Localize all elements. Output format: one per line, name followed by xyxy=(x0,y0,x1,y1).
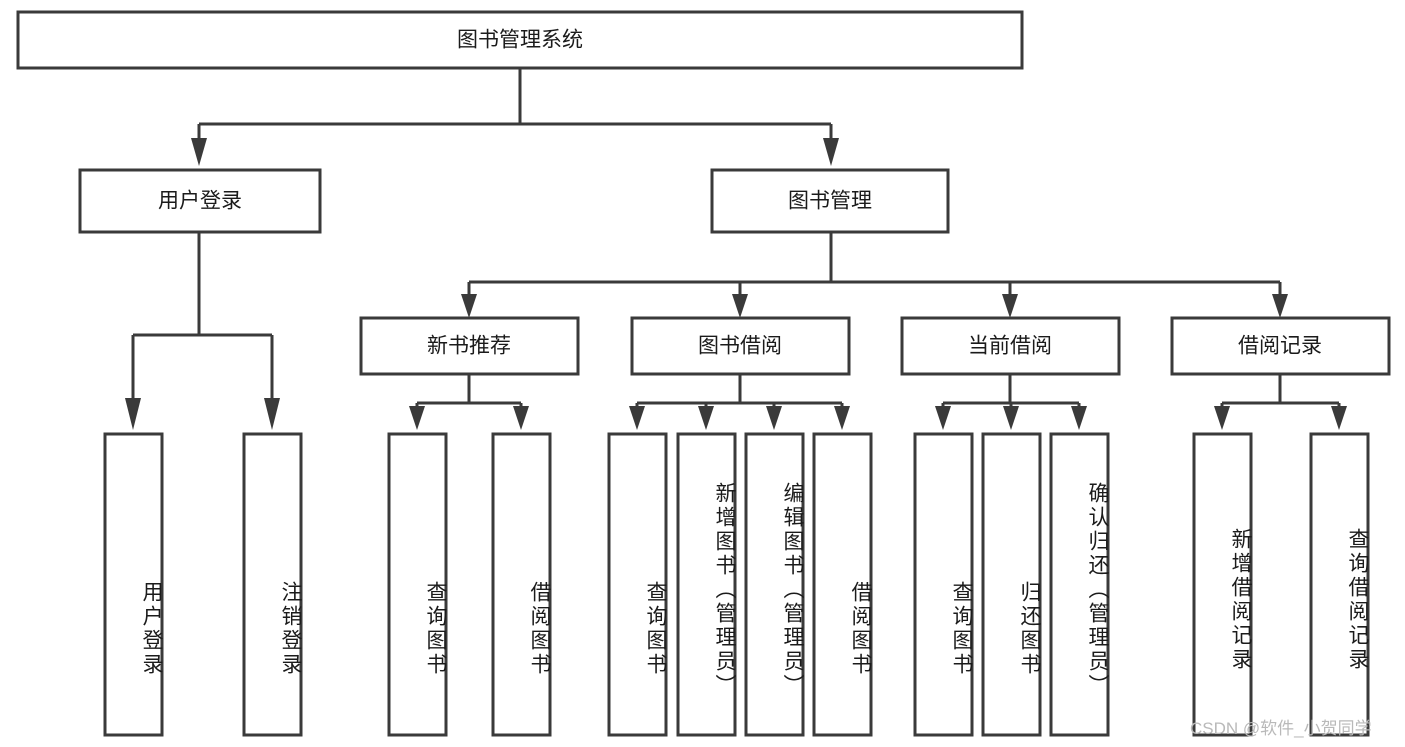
arrow-book-mgmt-to-borrow xyxy=(732,294,748,318)
connector-group-user-login xyxy=(125,232,280,430)
node-box-leaf-borrow-4[interactable] xyxy=(812,432,873,737)
node-box-book-management[interactable] xyxy=(710,168,950,234)
arrow-new-book-leaf-1 xyxy=(409,406,425,430)
arrow-borrow-leaf-1 xyxy=(629,406,645,430)
node-box-leaf-current-2[interactable] xyxy=(981,432,1042,737)
connector-group-records xyxy=(1214,374,1347,430)
node-box-user-login[interactable] xyxy=(78,168,322,234)
node-box-leaf-records-2[interactable] xyxy=(1309,432,1370,737)
node-box-current-borrow[interactable] xyxy=(900,316,1121,376)
node-label-book-management: 图书管理 xyxy=(788,190,872,213)
connector-group-root xyxy=(191,68,839,166)
arrow-current-leaf-3 xyxy=(1071,406,1087,430)
arrow-root-to-user-login xyxy=(191,138,207,166)
node-label-user-login: 用户登录 xyxy=(158,190,242,213)
arrow-user-login-leaf-1 xyxy=(125,398,141,430)
node-label-book-borrow: 图书借阅 xyxy=(698,335,782,358)
node-box-leaf-user-login-1[interactable] xyxy=(103,432,164,737)
node-box-book-borrow[interactable] xyxy=(630,316,851,376)
arrow-user-login-leaf-2 xyxy=(264,398,280,430)
node-label-current-borrow: 当前借阅 xyxy=(968,335,1052,358)
node-box-leaf-records-1[interactable] xyxy=(1192,432,1253,737)
connector-group-new-book xyxy=(409,374,529,430)
csdn-watermark: CSDN @软件_小贺同学 xyxy=(1190,719,1372,738)
node-box-leaf-borrow-3[interactable] xyxy=(744,432,805,737)
node-box-root[interactable] xyxy=(16,10,1024,70)
node-box-borrow-records[interactable] xyxy=(1170,316,1391,376)
connector-group-current xyxy=(935,374,1087,430)
connector-group-book-mgmt xyxy=(461,232,1288,318)
node-label-new-book-recommend: 新书推荐 xyxy=(427,335,511,358)
node-box-leaf-user-login-2[interactable] xyxy=(242,432,303,737)
arrow-records-leaf-2 xyxy=(1331,406,1347,430)
arrow-current-leaf-2 xyxy=(1003,406,1019,430)
arrow-root-to-book-mgmt xyxy=(823,138,839,166)
arrow-book-mgmt-to-records xyxy=(1272,294,1288,318)
arrow-book-mgmt-to-new-book xyxy=(461,294,477,318)
node-label-borrow-records: 借阅记录 xyxy=(1238,335,1322,358)
arrow-new-book-leaf-2 xyxy=(513,406,529,430)
arrow-borrow-leaf-3 xyxy=(766,406,782,430)
arrow-records-leaf-1 xyxy=(1214,406,1230,430)
arrow-borrow-leaf-2 xyxy=(698,406,714,430)
node-box-leaf-current-3[interactable] xyxy=(1049,432,1110,737)
node-box-leaf-current-1[interactable] xyxy=(913,432,974,737)
node-label-root: 图书管理系统 xyxy=(457,29,583,52)
arrow-current-leaf-1 xyxy=(935,406,951,430)
node-box-leaf-new-book-1[interactable] xyxy=(387,432,448,737)
node-box-leaf-new-book-2[interactable] xyxy=(491,432,552,737)
node-box-new-book-recommend[interactable] xyxy=(359,316,580,376)
arrow-borrow-leaf-4 xyxy=(834,406,850,430)
connector-group-borrow xyxy=(629,374,850,430)
arrow-book-mgmt-to-current xyxy=(1002,294,1018,318)
node-box-leaf-borrow-1[interactable] xyxy=(607,432,668,737)
node-box-leaf-borrow-2[interactable] xyxy=(676,432,737,737)
